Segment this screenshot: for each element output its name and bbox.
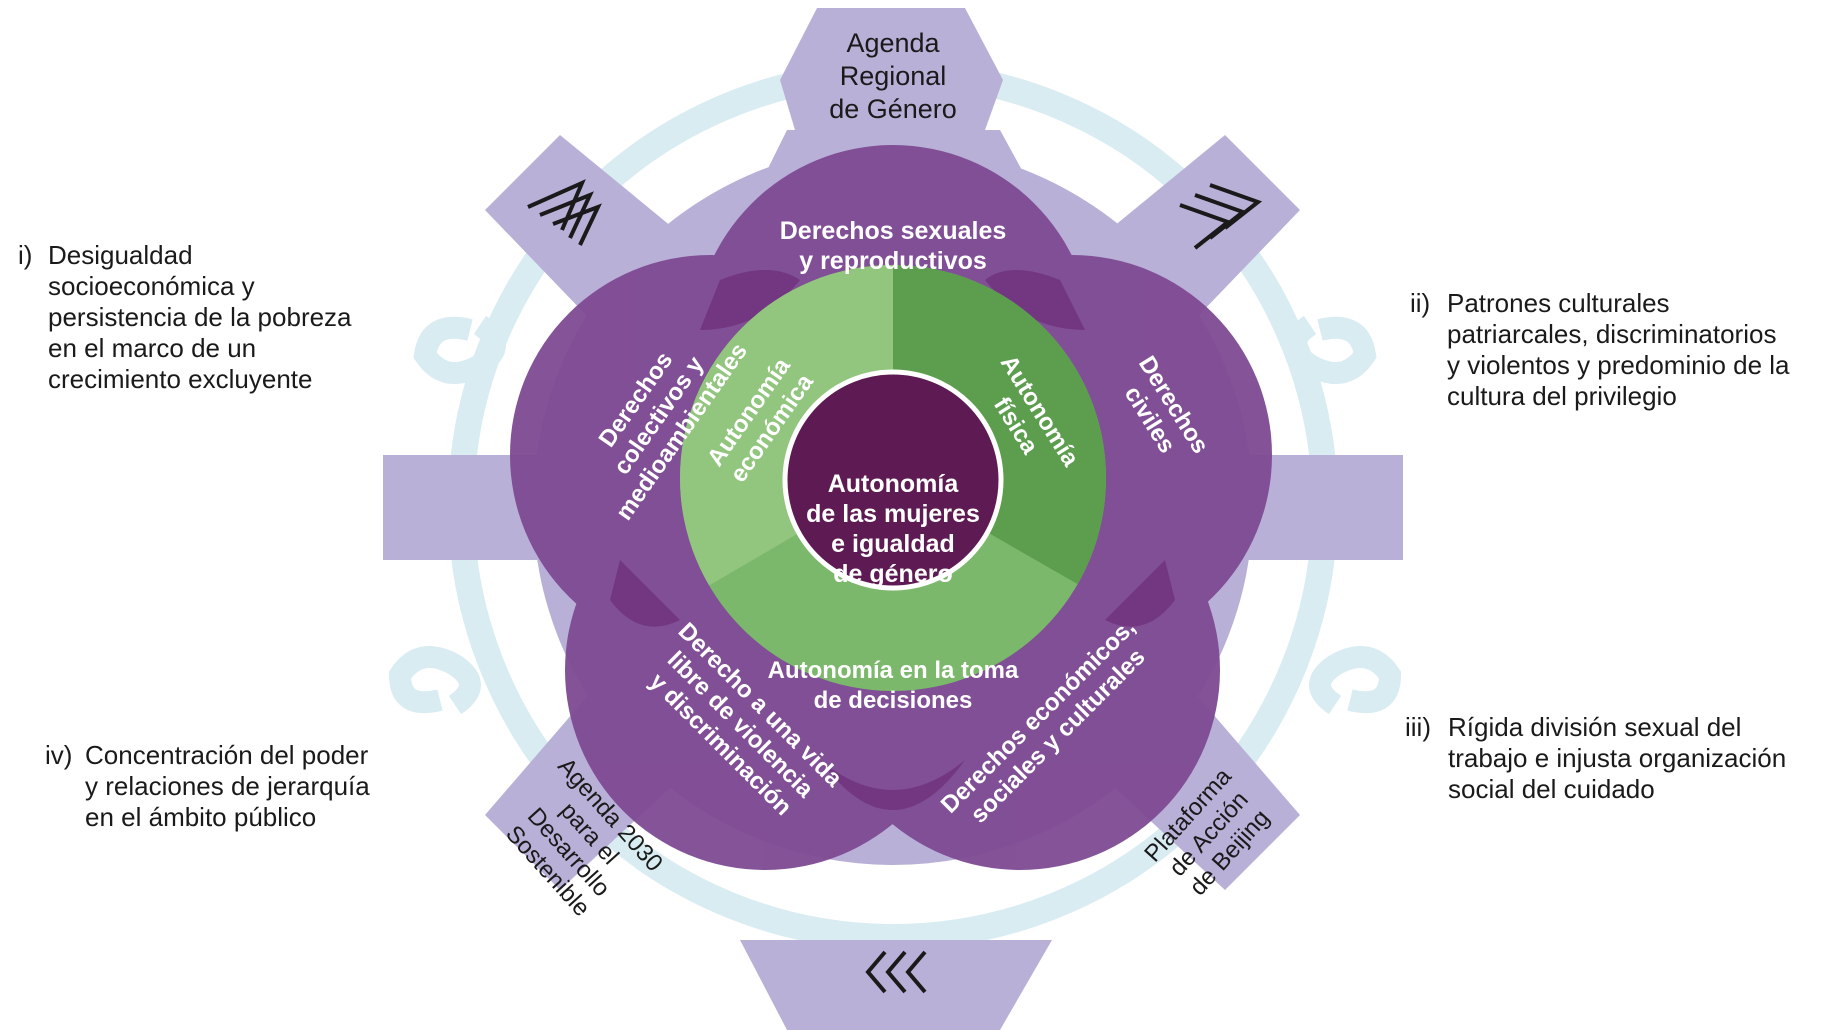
chevron-bottom-icon (865, 950, 927, 994)
side-note-iii: iii) Rígida división sexual del trabajo … (1405, 712, 1830, 812)
petal-label-top: Derechos sexuales y reproductivos (780, 217, 1007, 275)
side-note-number: iv) (45, 740, 73, 770)
gear-label-top-line: Regional (840, 61, 947, 91)
chevron-top-right-icon (1179, 183, 1263, 250)
side-note-number: iii) (1405, 712, 1431, 742)
gear-label-top: Agenda Regional de Género (829, 28, 957, 124)
petal-label-top-line: y reproductivos (799, 247, 987, 275)
center-circle (782, 369, 1004, 591)
center-label-line: de género (833, 560, 952, 588)
side-note-number: i) (18, 240, 33, 270)
ring-knot-icon (388, 315, 1402, 715)
side-note-iv: iv) Concentración del poder y relaciones… (45, 740, 425, 840)
gear-label-top-line: Agenda (846, 28, 940, 58)
center-label-line: de las mujeres (806, 500, 980, 528)
gear-label-top-line: de Género (829, 94, 957, 124)
side-note-i: i) Desigualdad socioeconómica y persiste… (18, 240, 438, 405)
side-note-text: Patrones culturales patriarcales, discri… (1447, 288, 1790, 411)
autonomy-label-decisions-line: Autonomía en la toma (768, 657, 1019, 684)
side-note-text: Concentración del poder y relaciones de … (85, 740, 370, 832)
center-label: Autonomía de las mujeres e igualdad de g… (806, 470, 980, 588)
side-note-text: Rígida división sexual del trabajo e inj… (1448, 712, 1787, 804)
chevron-top-left-icon (527, 179, 602, 246)
petal-overlaps (610, 270, 1175, 810)
center-label-line: e igualdad (831, 530, 955, 558)
side-note-number: ii) (1410, 288, 1431, 318)
side-note-ii: ii) Patrones culturales patriarcales, di… (1410, 288, 1830, 418)
side-note-text: Desigualdad socioeconómica y persistenci… (48, 240, 352, 394)
autonomy-label-decisions-line: de decisiones (814, 687, 973, 714)
petal-label-top-line: Derechos sexuales (780, 217, 1007, 245)
center-label-line: Autonomía (828, 470, 960, 498)
autonomy-label-decisions: Autonomía en la toma de decisiones (768, 657, 1019, 714)
